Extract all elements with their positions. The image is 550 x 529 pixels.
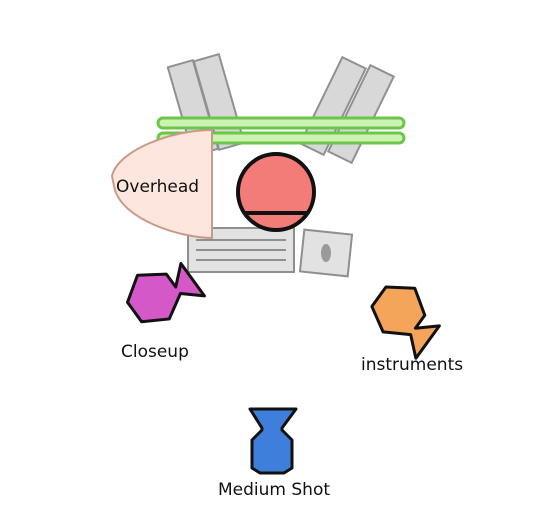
overhead-light: Overhead: [110, 128, 213, 240]
light-bars: [156, 116, 406, 145]
closeup-camera-icon: [126, 262, 206, 324]
device-box: [298, 228, 354, 278]
back-panel-right: [298, 55, 396, 165]
overhead-label: Overhead: [116, 177, 199, 197]
instruments-label: instruments: [361, 355, 463, 375]
subject-circle: [236, 152, 316, 232]
medium-shot-label: Medium Shot: [218, 480, 330, 500]
closeup-label: Closeup: [121, 342, 189, 362]
instruments-camera-icon: [370, 285, 441, 360]
medium-shot-camera-icon: [248, 407, 298, 475]
